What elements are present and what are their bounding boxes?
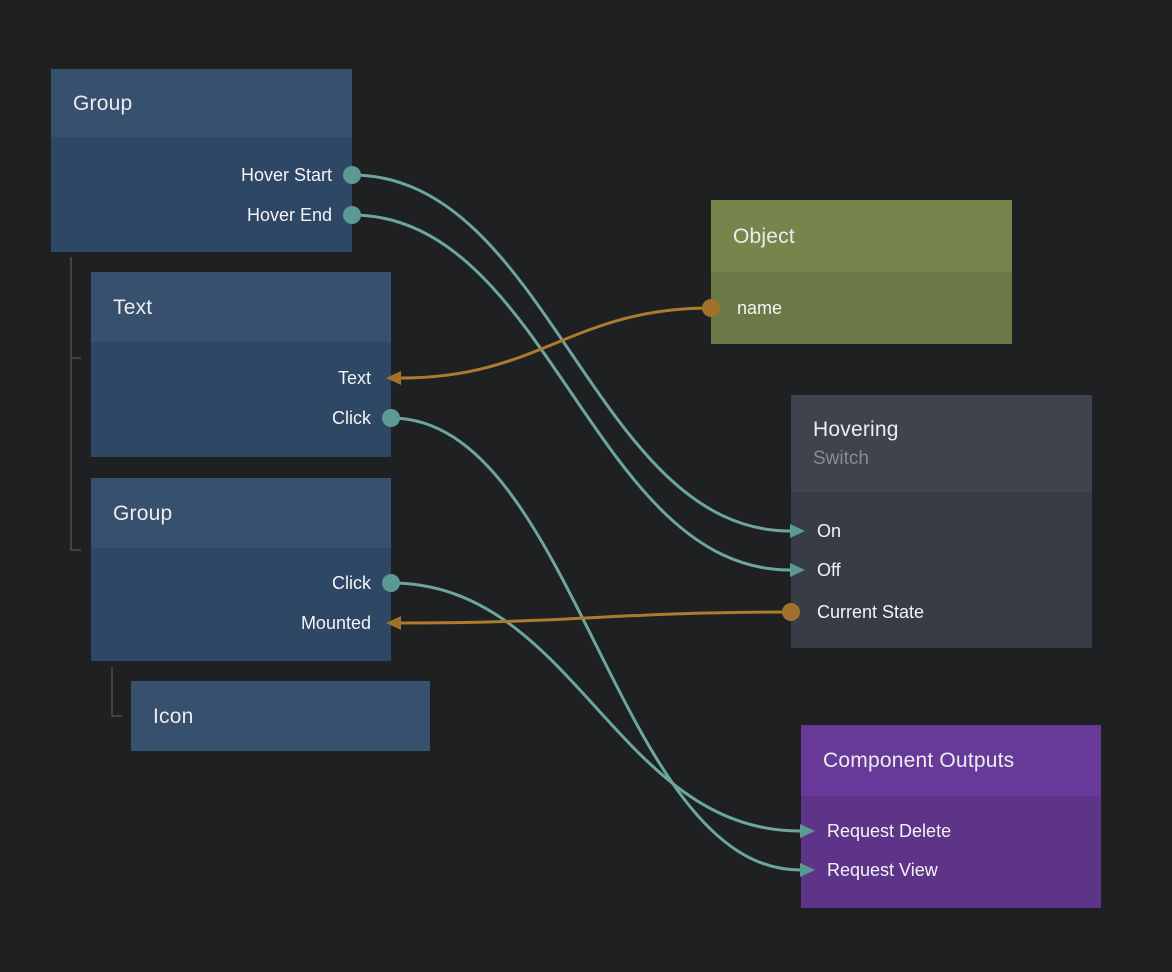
port-group-1-hover-end[interactable]: Hover End [51, 202, 352, 228]
hierarchy-line [70, 257, 81, 551]
port-hovering-1-on[interactable]: On [791, 518, 1092, 544]
port-component-outputs-request-view[interactable]: Request View [801, 857, 1101, 883]
port-dot-group-1.hover-end[interactable] [343, 206, 361, 224]
port-arrow-component-outputs.request-delete[interactable] [800, 824, 815, 838]
node-icon-1[interactable]: Icon [131, 681, 430, 751]
wire-group-1.hover-start--to--hovering-1.on[interactable] [350, 173, 792, 533]
hierarchy-line [111, 667, 122, 717]
port-group-1-hover-start[interactable]: Hover Start [51, 162, 352, 188]
port-label: name [737, 298, 783, 318]
port-arrow-hovering-1.on[interactable] [790, 524, 805, 538]
wire-group-1.hover-end--to--hovering-1.off[interactable] [350, 213, 792, 572]
port-object-1-name[interactable]: name [711, 295, 1012, 321]
port-arrow-component-outputs.request-view[interactable] [800, 863, 815, 877]
port-label: On [817, 521, 842, 541]
port-dot-hovering-1.current-state[interactable] [782, 603, 800, 621]
port-dot-group-1.hover-start[interactable] [343, 166, 361, 184]
port-label: Hover Start [240, 165, 332, 185]
port-dot-text-1.click[interactable] [382, 409, 400, 427]
node-title: Group [113, 501, 173, 525]
port-dot-group-2.click[interactable] [382, 574, 400, 592]
node-title: Group [73, 91, 133, 115]
port-arrow-hovering-1.off[interactable] [790, 563, 805, 577]
port-label: Current State [817, 602, 925, 622]
wire-text-1.click--to--component-outputs.request-view[interactable] [389, 416, 802, 872]
node-header-group-1[interactable]: Group [51, 69, 352, 137]
wire-group-2.click--to--component-outputs.request-delete[interactable] [389, 581, 802, 833]
port-label: Request View [827, 860, 938, 880]
node-title: Text [113, 295, 153, 319]
node-title: Hovering [813, 418, 899, 441]
port-group-2-mounted[interactable]: Mounted [91, 610, 391, 636]
node-header-text-1[interactable]: Text [91, 272, 391, 342]
port-label: Click [332, 573, 371, 593]
node-header-component-outputs[interactable]: Component Outputs [801, 725, 1101, 796]
node-header-icon-1[interactable]: Icon [131, 681, 430, 751]
port-label: Hover End [246, 205, 332, 225]
node-title: Object [733, 224, 795, 248]
port-label: Text [337, 368, 371, 388]
port-arrow-group-2.mounted[interactable] [386, 616, 401, 630]
wire-object-1.name--to--text-1.text[interactable] [399, 306, 713, 380]
port-arrow-text-1.text[interactable] [386, 371, 401, 385]
node-object-1[interactable]: Object name [711, 200, 1012, 344]
port-component-outputs-request-delete[interactable]: Request Delete [801, 818, 1101, 844]
node-title: Icon [153, 704, 194, 728]
port-group-2-click[interactable]: Click [91, 570, 391, 596]
port-text-1-text[interactable]: Text [91, 365, 391, 391]
node-header-group-2[interactable]: Group [91, 478, 391, 548]
port-hovering-1-off[interactable]: Off [791, 557, 1092, 583]
wire-hovering-1.current-state--to--group-2.mounted[interactable] [399, 610, 793, 625]
node-title: Component Outputs [823, 749, 1015, 772]
port-dot-object-1.name[interactable] [702, 299, 720, 317]
port-hovering-1-current-state[interactable]: Current State [791, 599, 1092, 625]
port-label: Click [332, 408, 371, 428]
port-label: Request Delete [827, 821, 952, 841]
port-text-1-click[interactable]: Click [91, 405, 391, 431]
port-label: Off [817, 560, 841, 580]
node-subtitle: Switch [813, 448, 869, 469]
node-header-object-1[interactable]: Object [711, 200, 1012, 272]
port-label: Mounted [300, 613, 371, 633]
